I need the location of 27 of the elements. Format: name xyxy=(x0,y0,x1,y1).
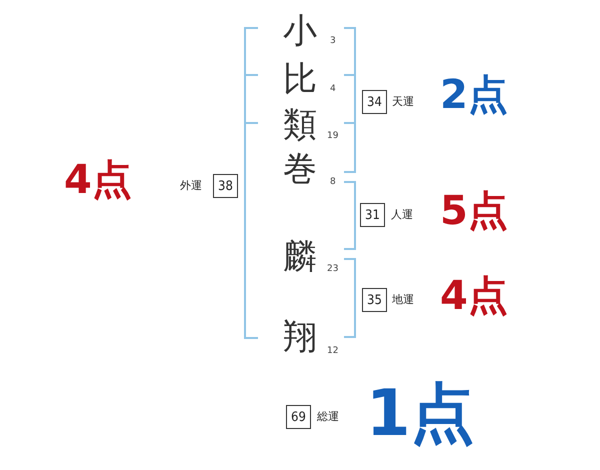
stroke-total-box: 35 xyxy=(362,288,387,312)
name-character: 小 xyxy=(283,14,317,48)
rating-text: 4点 xyxy=(64,160,132,200)
stroke-count: 3 xyxy=(330,37,336,46)
name-character: 比 xyxy=(283,62,317,96)
rating-text: 4点 xyxy=(440,276,508,316)
name-character: 麟 xyxy=(283,240,317,274)
name-character: 巻 xyxy=(283,152,317,186)
stroke-count: 8 xyxy=(330,178,336,187)
stroke-total-box: 31 xyxy=(360,203,385,227)
stroke-count: 19 xyxy=(327,132,338,141)
name-character: 翔 xyxy=(283,320,317,354)
fortune-label: 外運 xyxy=(180,180,202,192)
stroke-total-box: 38 xyxy=(213,174,238,198)
rating-text: 2点 xyxy=(440,75,508,115)
stroke-total-box: 69 xyxy=(286,405,311,429)
fortune-label: 総運 xyxy=(317,411,339,424)
rating-text: 5点 xyxy=(440,191,508,231)
fortune-label: 人運 xyxy=(391,209,413,222)
fortune-label: 地運 xyxy=(392,294,414,306)
rating-text: 1点 xyxy=(366,382,475,446)
stroke-total-box: 34 xyxy=(362,90,387,114)
stroke-count: 23 xyxy=(327,265,338,274)
fortune-label: 天運 xyxy=(392,96,414,108)
stroke-count: 12 xyxy=(327,347,338,356)
name-character: 類 xyxy=(283,108,317,142)
stroke-count: 4 xyxy=(330,85,336,94)
